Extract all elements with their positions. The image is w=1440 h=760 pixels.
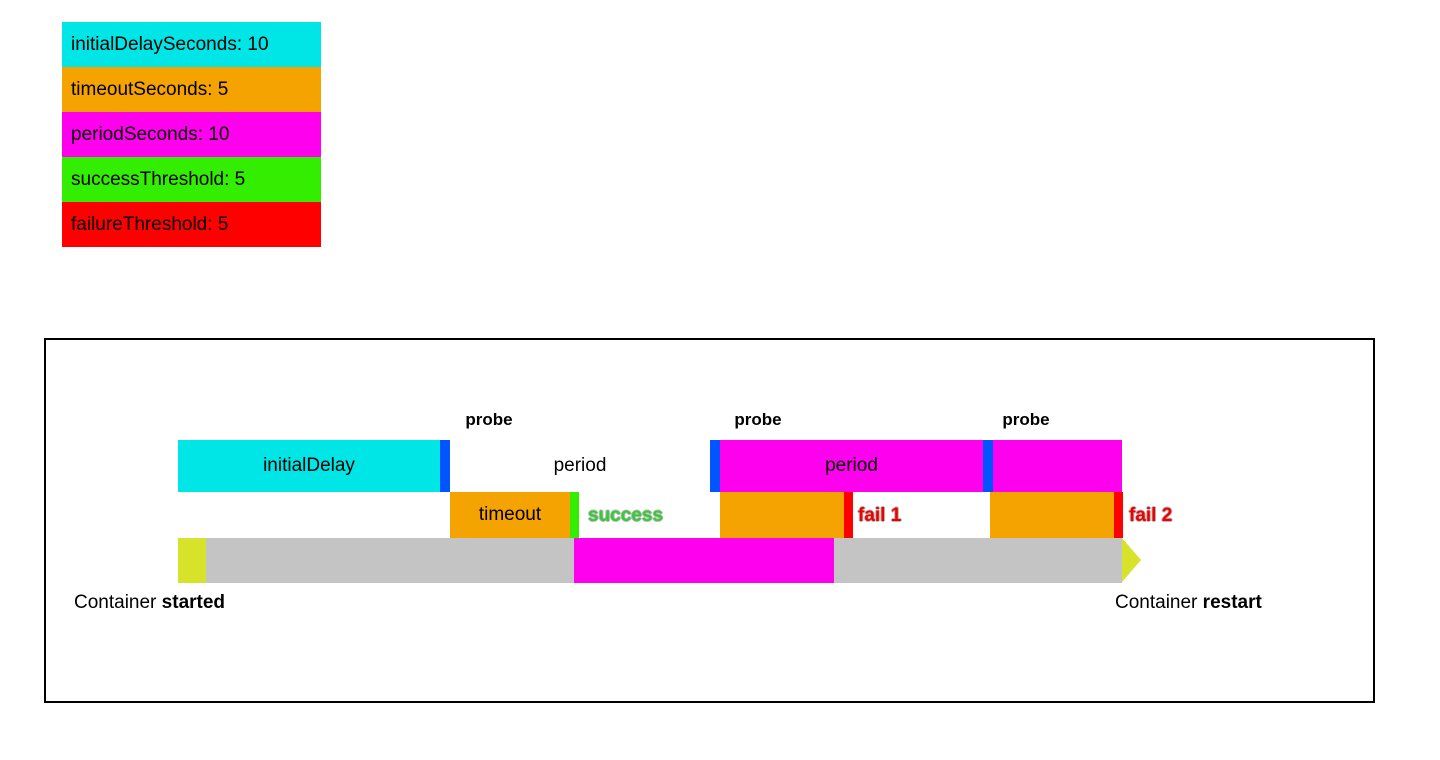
legend-row-period: periodSeconds: 10 — [62, 112, 321, 157]
container-started-prefix: Container — [74, 592, 162, 613]
container-restart-prefix: Container — [1115, 592, 1203, 613]
timeline-probing-window — [574, 538, 834, 583]
fail-1-label: fail 1 — [858, 505, 902, 526]
segment-timeout-3 — [990, 492, 1114, 538]
segment-period-tail — [993, 440, 1122, 492]
segment-initial-delay-label: initialDelay — [263, 455, 355, 476]
probe-tick-1 — [440, 440, 450, 492]
timeline-running-1 — [206, 538, 574, 583]
probe-caption-3: probe — [1002, 410, 1050, 429]
legend-label-success-threshold: successThreshold: 5 — [71, 169, 246, 190]
fail-tick-1 — [844, 492, 853, 538]
container-started-strong: started — [161, 592, 226, 613]
fail-2-label: fail 2 — [1129, 505, 1173, 526]
segment-period-gap-label: period — [553, 455, 607, 476]
container-started-label: Container started — [74, 592, 225, 614]
legend-label-period: periodSeconds: 10 — [71, 124, 230, 145]
segment-timeout-1: timeout — [450, 492, 570, 538]
diagram-canvas: probe probe probe initialDelay period pe… — [46, 340, 1373, 701]
segment-timeout-1-label: timeout — [478, 504, 542, 525]
container-start-marker — [178, 538, 206, 583]
segment-period: period — [720, 440, 983, 492]
segment-period-gap: period — [450, 440, 710, 492]
probe-caption-2: probe — [734, 410, 782, 429]
timeline-arrow-head — [1122, 538, 1141, 582]
probe-tick-2 — [710, 440, 720, 492]
legend-row-success-threshold: successThreshold: 5 — [62, 157, 321, 202]
segment-period-label: period — [825, 455, 878, 476]
legend-row-failure-threshold: failureThreshold: 5 — [62, 202, 321, 247]
legend-label-timeout: timeoutSeconds: 5 — [71, 79, 229, 100]
fail-tick-2 — [1114, 492, 1123, 538]
probe-caption-1: probe — [465, 410, 513, 429]
probe-timeline-diagram: probe probe probe initialDelay period pe… — [44, 338, 1375, 703]
container-restart-label: Container restart — [1115, 592, 1262, 614]
success-tick — [570, 492, 579, 538]
segment-timeout-2 — [720, 492, 844, 538]
legend-label-failure-threshold: failureThreshold: 5 — [71, 214, 229, 235]
probe-settings-legend: initialDelaySeconds: 10 timeoutSeconds: … — [62, 22, 321, 247]
probe-tick-3 — [983, 440, 993, 492]
legend-row-timeout: timeoutSeconds: 5 — [62, 67, 321, 112]
container-restart-strong: restart — [1202, 592, 1262, 613]
success-label: success — [588, 505, 664, 526]
legend-row-initial-delay: initialDelaySeconds: 10 — [62, 22, 321, 67]
legend-label-initial-delay: initialDelaySeconds: 10 — [71, 34, 269, 55]
timeline-running-2 — [834, 538, 1122, 583]
segment-initial-delay: initialDelay — [178, 440, 440, 492]
